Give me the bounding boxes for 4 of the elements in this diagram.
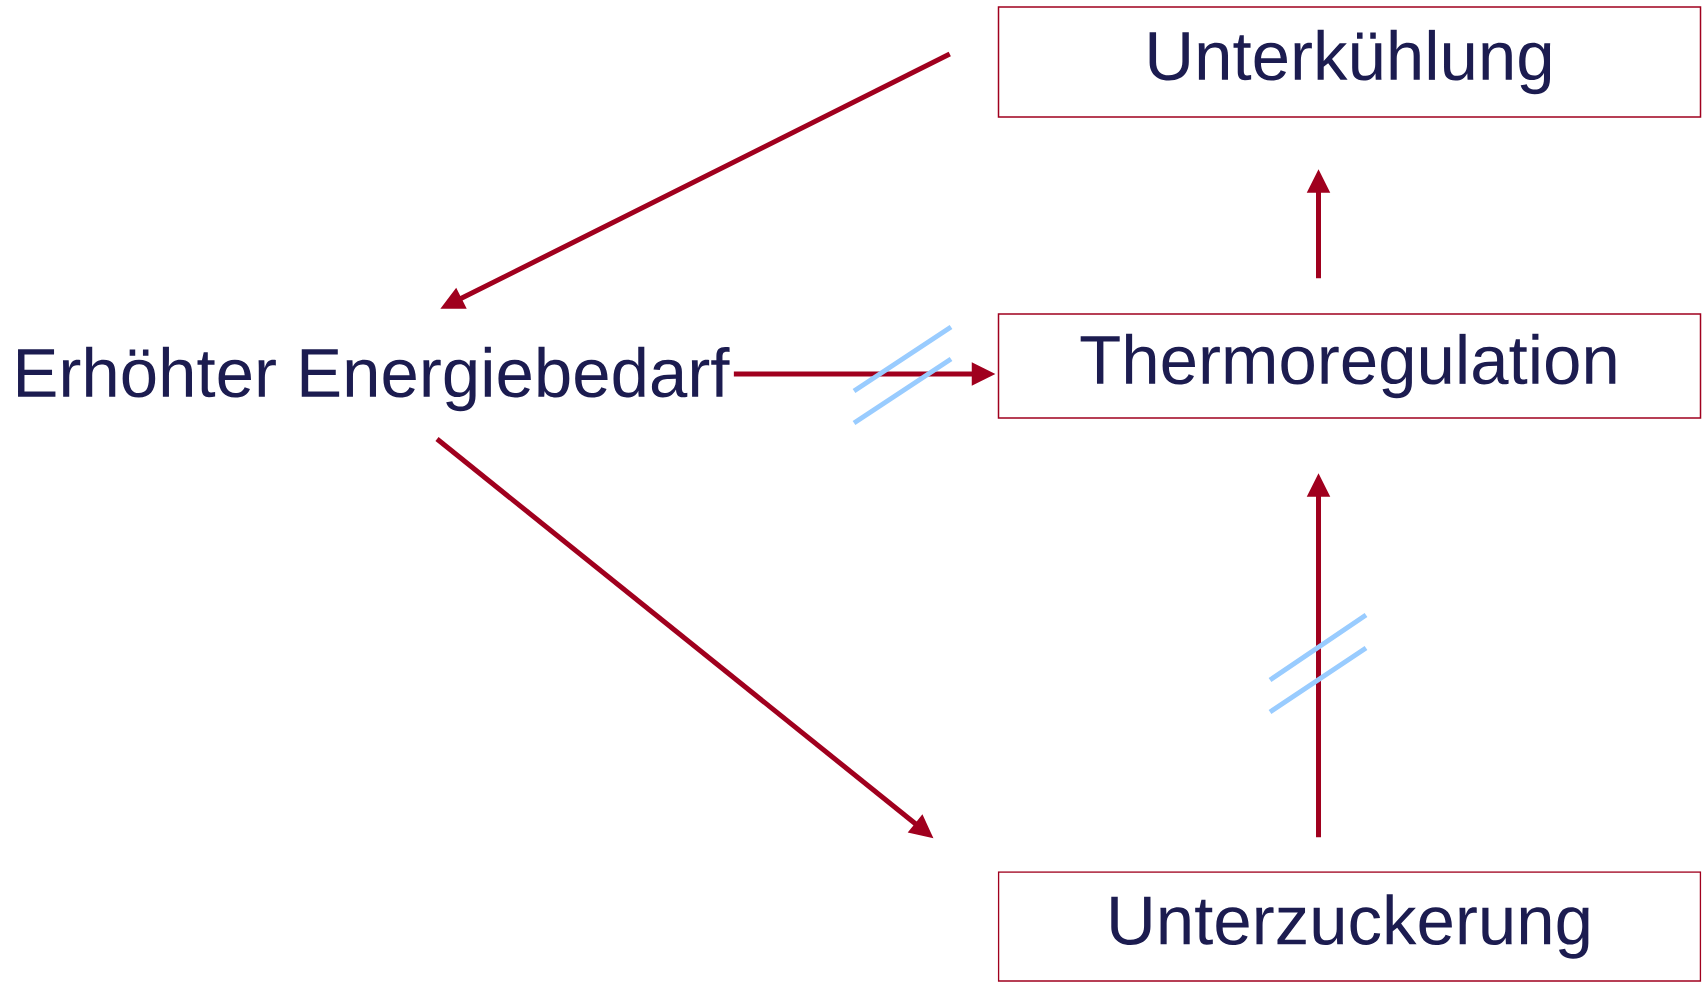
node-text: Erhöhter Energiebedarf bbox=[18, 346, 730, 412]
text-box: Thermoregulation bbox=[997, 313, 1702, 419]
text-box: Unterzuckerung bbox=[997, 871, 1702, 982]
text-box: Unterkühlung bbox=[997, 6, 1702, 118]
